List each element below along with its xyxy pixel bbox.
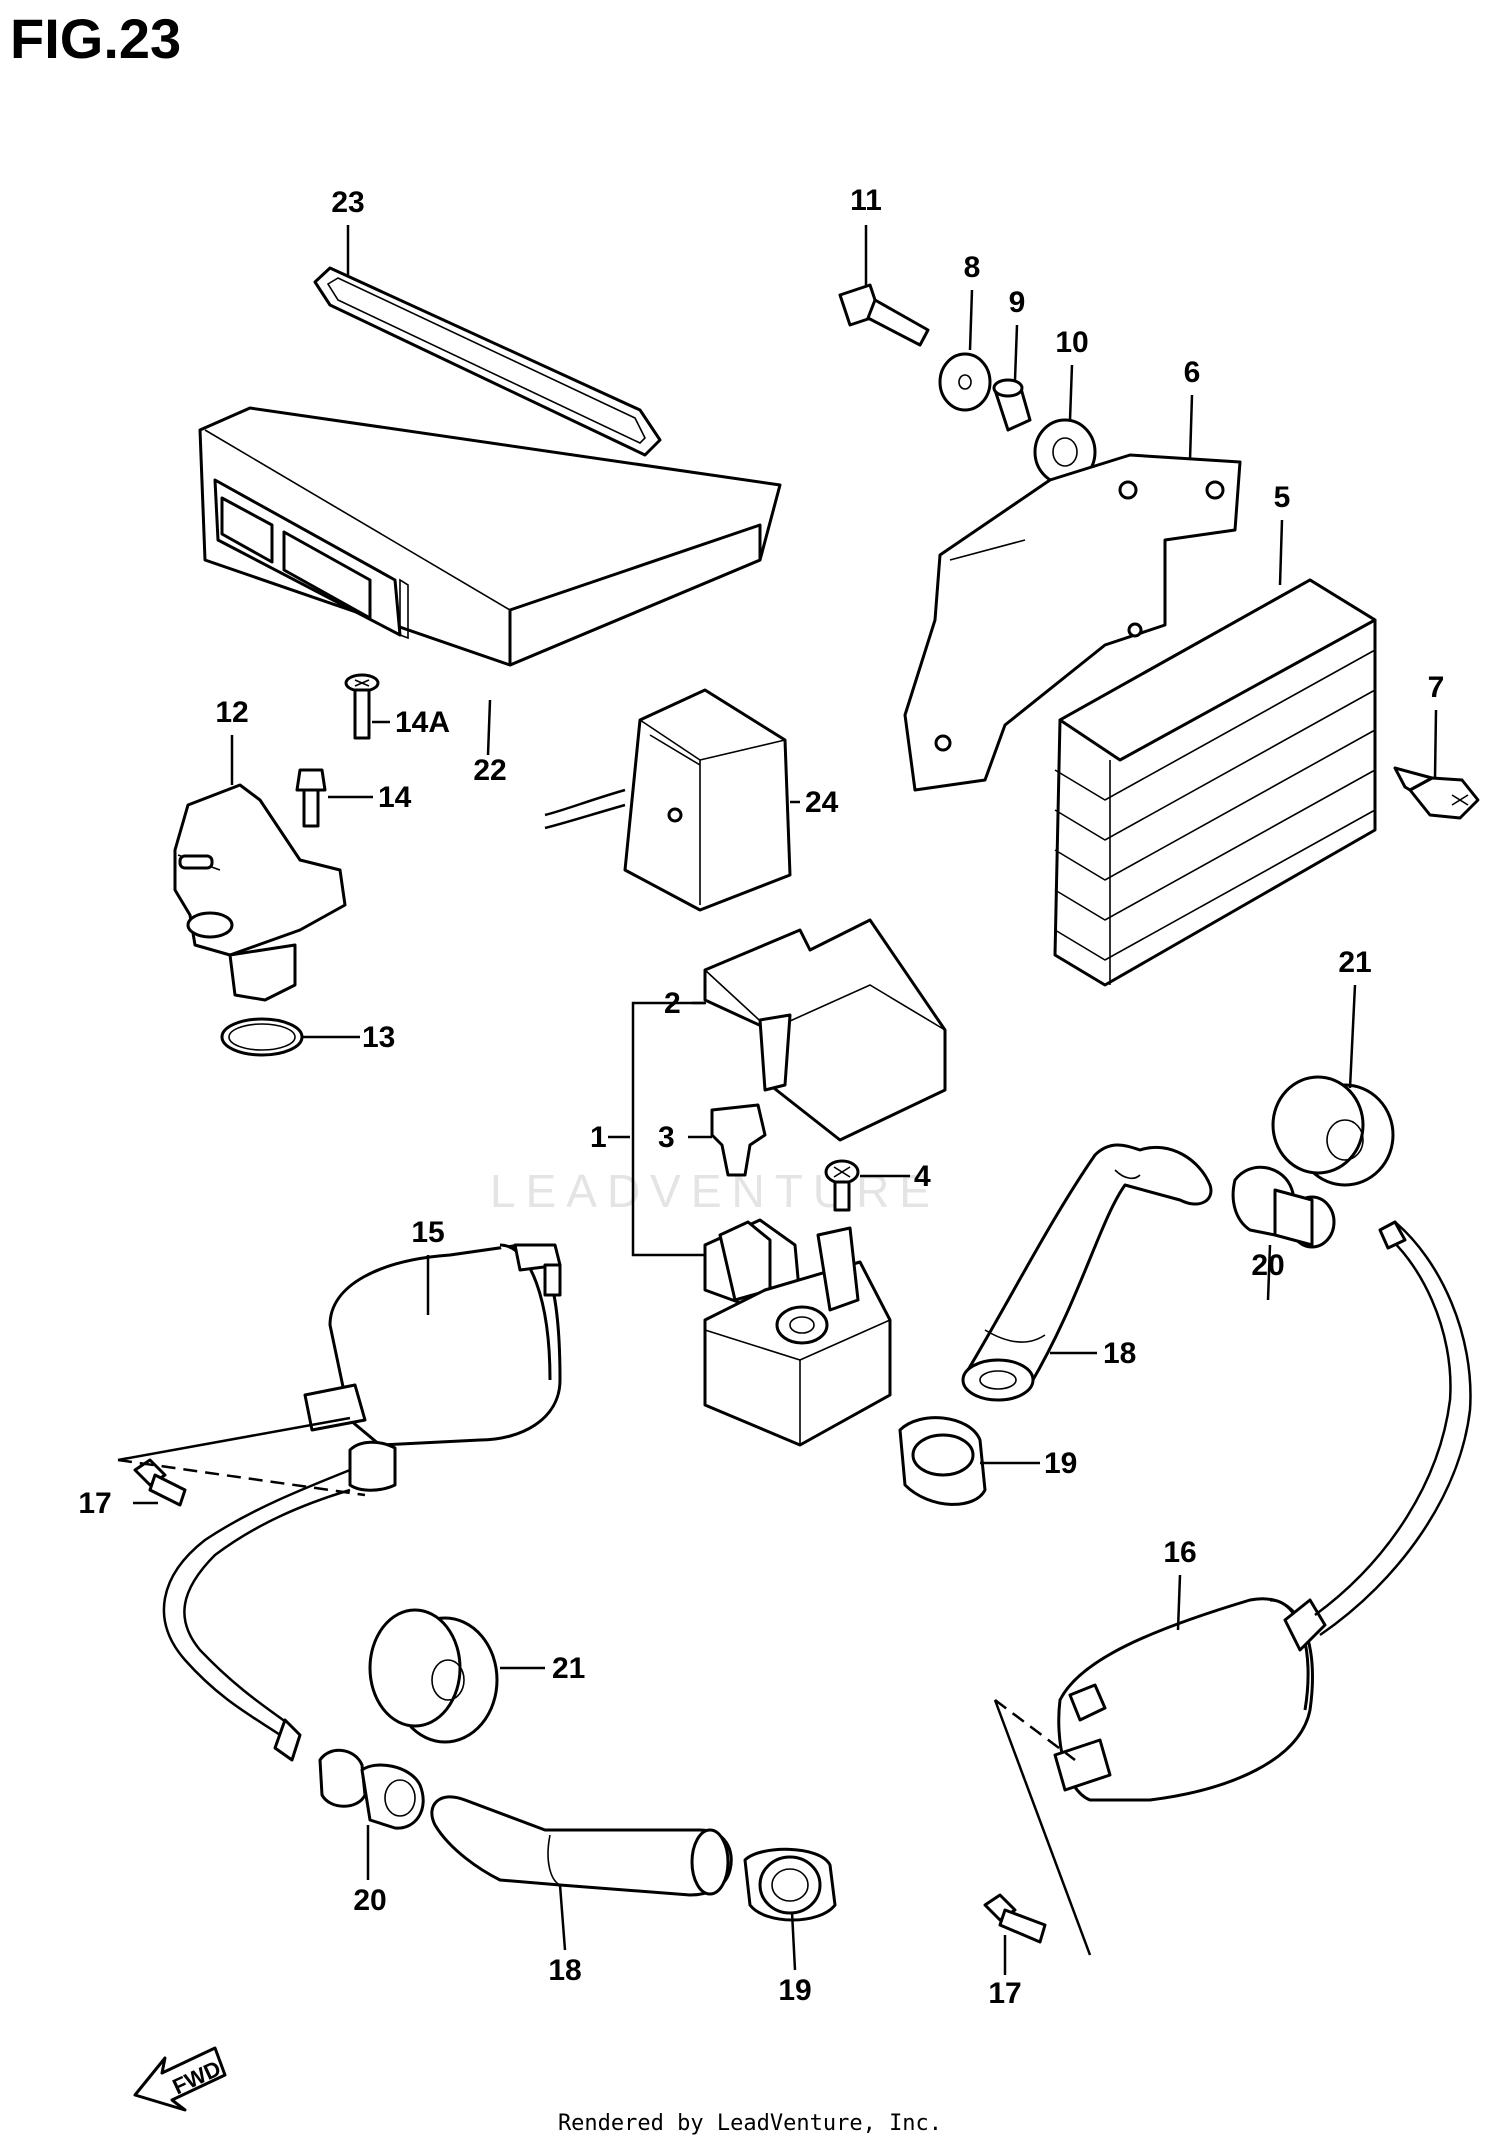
callout-5: 5: [1274, 481, 1291, 514]
part-1-starter-relay: [703, 1218, 892, 1447]
part-22-ecu: [198, 406, 782, 667]
callout-10: 10: [1055, 326, 1088, 359]
part-21-rubber-left: [368, 1608, 499, 1744]
callout-9: 9: [1009, 286, 1026, 319]
callout-23: 23: [331, 186, 364, 219]
part-17-bolt-left: [117, 1416, 366, 1507]
callout-16: 16: [1163, 1536, 1196, 1569]
part-8-washer: [938, 352, 992, 412]
callout-17-left: 17: [78, 1487, 111, 1520]
part-17-bolt-right: [983, 1699, 1092, 1956]
part-3-fuse: [710, 1103, 767, 1177]
part-19-cap-left: [743, 1847, 837, 1922]
part-18-boot-left: [430, 1795, 733, 1897]
callout-17-right: 17: [988, 1977, 1021, 2010]
part-20-seal-right: [1231, 1165, 1336, 1249]
callout-11: 11: [850, 184, 882, 217]
callout-22: 22: [473, 754, 506, 787]
callout-19-right: 19: [1044, 1447, 1077, 1480]
part-14-bolt: [295, 768, 327, 828]
part-13-o-ring: [220, 1017, 304, 1057]
part-11-bolt: [838, 283, 930, 347]
part-19-cap-right: [898, 1416, 987, 1506]
callout-14a: 14A: [395, 706, 450, 739]
fwd-arrow: FWD: [133, 2046, 227, 2112]
part-18-boot-right: [961, 1143, 1213, 1402]
part-6-bracket: [903, 453, 1242, 792]
part-23-gasket: [313, 266, 662, 457]
callout-14: 14: [378, 781, 412, 814]
callout-4: 4: [914, 1160, 931, 1193]
part-14a-screw: [344, 673, 380, 740]
callout-20-left: 20: [353, 1884, 386, 1917]
callout-20-right: 20: [1251, 1249, 1284, 1282]
part-12-sensor: [173, 783, 347, 1002]
callout-labels: 23 22 12 13 14 14A 24 11 8 9 10 6 5 7 21…: [78, 184, 1444, 2010]
callout-19-left: 19: [778, 1974, 811, 2007]
callout-18-right: 18: [1103, 1337, 1136, 1370]
part-16-ignition-coil: [1053, 1220, 1472, 1802]
watermark: LEADVENTURE: [490, 1165, 940, 1217]
callout-18-left: 18: [548, 1954, 581, 1987]
callout-8: 8: [964, 251, 981, 284]
part-21-rubber-right: [1271, 1075, 1395, 1187]
callout-21-right: 21: [1338, 946, 1371, 979]
callout-7: 7: [1428, 671, 1445, 704]
callout-3: 3: [658, 1121, 675, 1154]
callout-2: 2: [664, 987, 681, 1020]
part-4-screw: [824, 1159, 860, 1212]
callout-21-left: 21: [552, 1652, 585, 1685]
part-9-collar: [992, 378, 1032, 432]
callout-leaders: [133, 225, 1438, 1975]
part-20-seal-left: [318, 1749, 425, 1830]
part-7-screw: [1393, 766, 1480, 820]
callout-1: 1: [590, 1121, 607, 1154]
figure-title: FIG.23: [10, 7, 181, 70]
part-15-ignition-coil: [162, 1243, 562, 1762]
callout-12: 12: [215, 696, 248, 729]
callout-15: 15: [411, 1216, 444, 1249]
footer-credit: Rendered by LeadVenture, Inc.: [558, 2111, 942, 2136]
part-24-relay: [544, 688, 792, 912]
part-2-cover: [703, 918, 947, 1142]
part-5-regulator: [1053, 578, 1377, 987]
callout-6: 6: [1184, 356, 1201, 389]
callout-13: 13: [362, 1021, 395, 1054]
callout-24: 24: [805, 786, 839, 819]
